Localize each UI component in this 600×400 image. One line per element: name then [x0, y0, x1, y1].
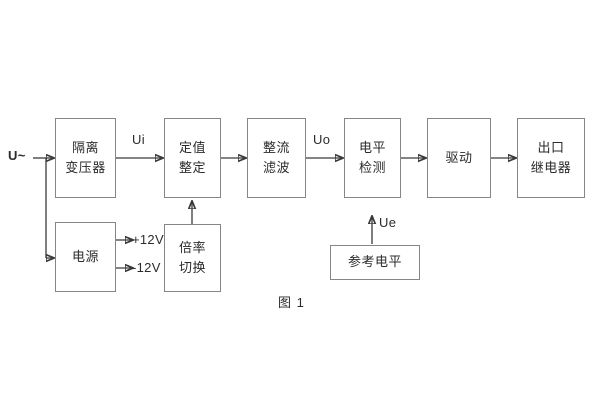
block-line: 切换	[178, 260, 206, 275]
block-line: 出口	[537, 139, 565, 155]
block-line: 滤波	[262, 160, 290, 175]
block-drive[interactable]: 驱动	[427, 118, 491, 198]
block-setting-value[interactable]: 定值 整定	[164, 118, 221, 198]
block-power-supply[interactable]: 电源	[55, 222, 116, 292]
block-level-detect[interactable]: 电平 检测	[344, 118, 401, 198]
signal-label-positive-12v: +12V	[132, 232, 164, 247]
input-label-u-ac: U~	[8, 148, 26, 163]
block-rectify-filter[interactable]: 整流 滤波	[247, 118, 306, 198]
block-reference-level[interactable]: 参考电平	[330, 245, 420, 280]
signal-label-ui: Ui	[132, 132, 145, 147]
block-line: 电源	[71, 248, 99, 264]
block-line: 定值	[178, 139, 206, 155]
block-isolation-transformer[interactable]: 隔离 变压器	[55, 118, 116, 198]
block-output-relay[interactable]: 出口 继电器	[517, 118, 585, 198]
block-line: 检测	[358, 160, 386, 175]
signal-label-negative-12v: -12V	[132, 260, 161, 275]
block-line: 参考电平	[347, 254, 402, 270]
block-line: 继电器	[530, 160, 572, 175]
block-line: 电平	[358, 139, 386, 155]
block-line: 隔离	[71, 139, 99, 155]
block-line: 变压器	[65, 160, 106, 175]
signal-label-ue: Ue	[379, 215, 397, 230]
block-line: 整定	[178, 160, 206, 175]
block-ratio-switch[interactable]: 倍率 切换	[164, 224, 221, 292]
block-line: 倍率	[178, 239, 206, 255]
block-line: 驱动	[445, 149, 473, 165]
signal-label-uo: Uo	[313, 132, 331, 147]
figure-caption: 图 1	[278, 295, 305, 310]
block-line: 整流	[262, 139, 290, 155]
